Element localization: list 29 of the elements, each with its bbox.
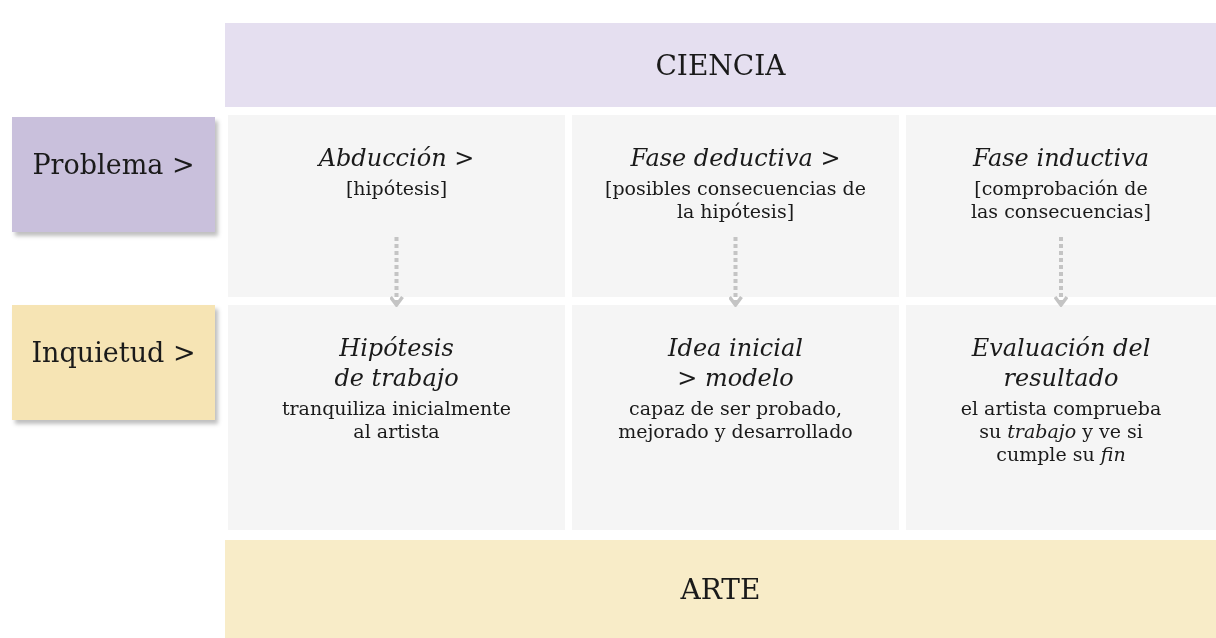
row-label-box — [12, 305, 215, 420]
cell-text: el artista comprueba su trabajo y ve si cumple su fin — [959, 397, 1163, 466]
footer-band — [225, 540, 1216, 638]
cell-heading: Fase inductiva — [972, 143, 1150, 173]
table-cell — [228, 305, 565, 530]
row-label: Problema > — [32, 149, 195, 180]
cell-heading: Evaluación del resultado — [970, 333, 1152, 393]
row-label: Inquietud > — [31, 337, 196, 368]
table-cell — [906, 115, 1216, 297]
cell-text: [posibles consecuencias de la hipótesis] — [604, 177, 867, 223]
table-cell — [906, 305, 1216, 530]
cell-heading: Abducción > — [318, 143, 475, 173]
band-title: ARTE — [680, 572, 761, 606]
header-band — [225, 23, 1216, 107]
arrow — [727, 237, 744, 307]
table-cell — [572, 305, 899, 530]
arrow — [388, 237, 405, 307]
table-cell — [228, 115, 565, 297]
cell-text: [comprobación de las consecuencias] — [969, 177, 1153, 223]
cell-text: tranquiliza inicialmente al artista — [280, 397, 513, 443]
band-title: CIENCIA — [655, 48, 786, 82]
cell-text: [hipótesis] — [345, 177, 448, 200]
arrow — [1053, 237, 1069, 307]
cell-heading: Hipótesis de trabajo — [333, 333, 460, 393]
row-label-box — [12, 117, 215, 232]
table-cell — [572, 115, 899, 297]
cell-heading: Fase deductiva > — [630, 143, 841, 173]
cell-heading: Idea inicial > modelo — [666, 333, 804, 393]
cell-text: capaz de ser probado, mejorado y desarrollado — [617, 397, 854, 443]
